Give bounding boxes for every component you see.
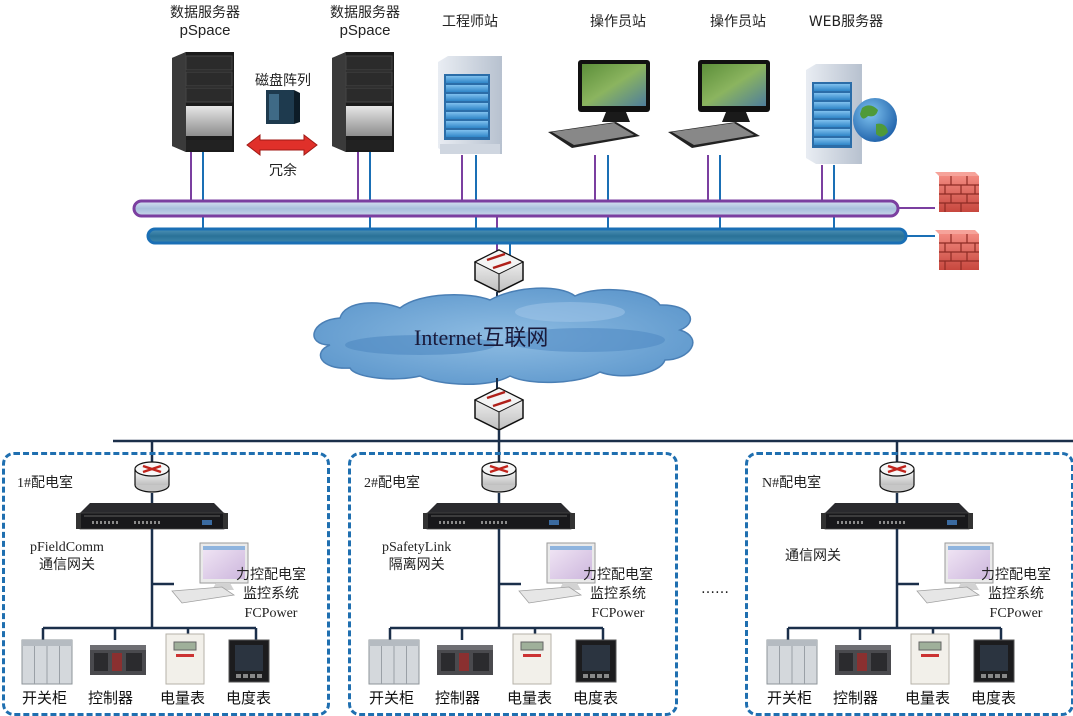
firewall-icon [935, 230, 979, 270]
fcpower-system-label-line: 监控系统 [590, 587, 646, 602]
device-label: 电量表 [507, 689, 553, 707]
globe-icon [853, 98, 897, 142]
tower-server-icon [172, 52, 234, 152]
device-label: 电度表 [226, 689, 272, 707]
db-server-2-label: 数据服务器 pSpace [315, 4, 415, 40]
blue-network-bus [146, 227, 935, 245]
fcpower-system-label-line: 监控系统 [243, 587, 299, 602]
device-label: 开关柜 [22, 689, 68, 707]
device-label: 控制器 [435, 689, 481, 707]
gateway-label-line: 隔离网关 [388, 558, 445, 573]
rack-server-icon [438, 56, 502, 154]
db-server-2-title: 数据服务器 [330, 5, 400, 21]
engineer-station-label: 工程师站 [442, 14, 498, 30]
fcpower-system-label-line: 力控配电室 [236, 568, 306, 583]
fcpower-system-label-line: 力控配电室 [981, 568, 1051, 583]
purple-network-bus [132, 199, 935, 218]
router-icon [481, 461, 517, 493]
gateway-device-icon [423, 503, 575, 530]
workstation-icon [548, 60, 650, 148]
fcpower-system-label-line: FCPower [591, 606, 645, 621]
fcpower-system-label-line: FCPower [244, 606, 298, 621]
room-3-graphics [766, 461, 1015, 685]
gateway-label-line: pFieldComm [30, 540, 104, 555]
device-label: 电度表 [573, 689, 619, 707]
workstation-icon [668, 60, 770, 148]
gateway-label: pFieldComm 通信网关 [30, 539, 104, 575]
tower-server-icon [332, 52, 394, 152]
room-2-border [348, 452, 678, 716]
device-label: 控制器 [88, 689, 134, 707]
fcpower-pc-icon [518, 542, 596, 604]
device-label: 电度表 [971, 689, 1017, 707]
room-title: 2#配电室 [364, 476, 420, 491]
gateway-label-line: pSafetyLink [382, 540, 452, 555]
router-icon [879, 461, 915, 493]
gateway-label: 通信网关 [785, 548, 841, 566]
fcpower-system-label: 力控配电室监控系统 FCPower [583, 566, 653, 623]
web-server-icon [806, 64, 862, 164]
room-n-border [745, 452, 1073, 716]
fcpower-system-label-line: 力控配电室 [583, 568, 653, 583]
room-title: 1#配电室 [17, 476, 73, 491]
db-server-1-title: 数据服务器 [170, 5, 240, 21]
operator-station-1-label: 操作员站 [590, 14, 646, 30]
firewall-icon [935, 172, 979, 212]
power-meter-icon [228, 639, 270, 683]
fcpower-pc-icon [171, 542, 249, 604]
fcpower-pc-icon [916, 542, 994, 604]
disk-array-icon [266, 90, 300, 124]
gateway-label-line: 通信网关 [38, 558, 95, 573]
gateway-label-line: 通信网关 [785, 549, 841, 564]
redundancy-label: 冗余 [269, 163, 297, 179]
redundancy-arrow-icon [246, 133, 318, 157]
ellipsis: …… [701, 581, 729, 597]
disk-array-label: 磁盘阵列 [255, 73, 311, 89]
device-label: 开关柜 [767, 689, 813, 707]
router-icon [134, 461, 170, 493]
db-server-1-name: pSpace [179, 22, 231, 39]
device-label: 控制器 [833, 689, 879, 707]
energy-meter-icon [165, 633, 205, 685]
switch-icon [473, 387, 525, 431]
room-2-graphics [368, 461, 617, 685]
room-1-graphics [21, 461, 270, 685]
fcpower-system-label: 力控配电室监控系统 FCPower [236, 566, 306, 623]
fcpower-system-label-line: FCPower [989, 606, 1043, 621]
gateway-label: pSafetyLink 隔离网关 [382, 539, 451, 575]
room-1-border [2, 452, 330, 716]
gateway-device-icon [76, 503, 228, 530]
operator-station-2-label: 操作员站 [710, 14, 766, 30]
switchgear-icon [766, 639, 818, 685]
gateway-device-icon [821, 503, 973, 530]
power-meter-icon [973, 639, 1015, 683]
switchgear-icon [368, 639, 420, 685]
fcpower-system-label-line: 监控系统 [988, 587, 1044, 602]
energy-meter-icon [512, 633, 552, 685]
web-server-label: WEB服务器 [808, 14, 884, 30]
room-title: N#配电室 [762, 476, 822, 491]
switch-icon [473, 249, 525, 293]
controller-icon [437, 645, 493, 675]
power-meter-icon [575, 639, 617, 683]
device-label: 电量表 [905, 689, 951, 707]
device-label: 开关柜 [369, 689, 415, 707]
db-server-2-name: pSpace [339, 22, 391, 39]
internet-cloud-label: Internet互联网 [414, 325, 549, 350]
fcpower-system-label: 力控配电室监控系统 FCPower [981, 566, 1051, 623]
internet-cloud-icon [313, 287, 694, 385]
device-label: 电量表 [160, 689, 206, 707]
controller-icon [90, 645, 146, 675]
controller-icon [835, 645, 891, 675]
db-server-1-label: 数据服务器 pSpace [155, 4, 255, 40]
switchgear-icon [21, 639, 73, 685]
energy-meter-icon [910, 633, 950, 685]
